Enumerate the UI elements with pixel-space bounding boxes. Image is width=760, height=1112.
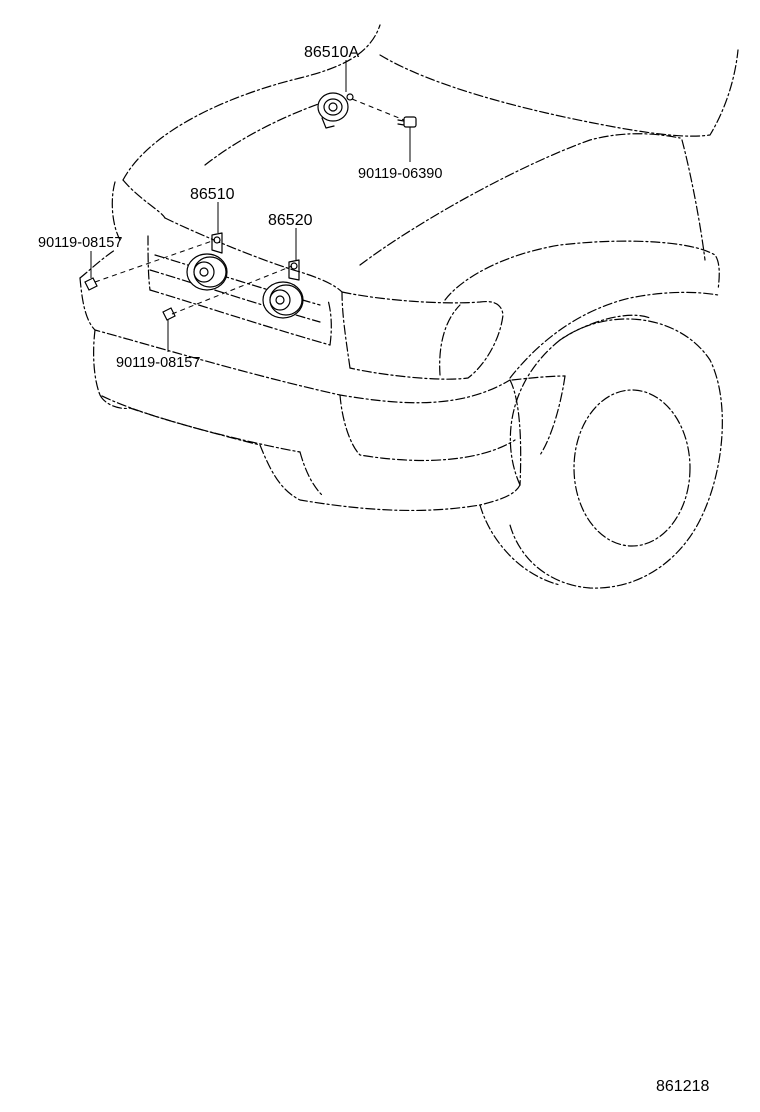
vehicle-outline [79,24,739,589]
label-86510: 86510 [190,186,235,203]
diagram-number: 861218 [656,1078,709,1095]
label-90119-08157-top: 90119-08157 [38,235,122,251]
label-86520: 86520 [268,212,313,229]
horn-86510a-part [317,92,354,129]
bolt-left-bottom-part [162,307,176,321]
leader-lines [90,60,411,352]
fastener-lines [94,98,405,315]
bolt-upper-part [397,116,417,128]
horn-86520-part [262,259,304,319]
horn-86510-part [186,232,228,291]
bolt-left-top-part [84,277,98,291]
label-90119-08157-bottom: 90119-08157 [116,355,200,371]
label-90119-06390: 90119-06390 [358,166,442,182]
label-86510a: 86510A [304,44,359,61]
